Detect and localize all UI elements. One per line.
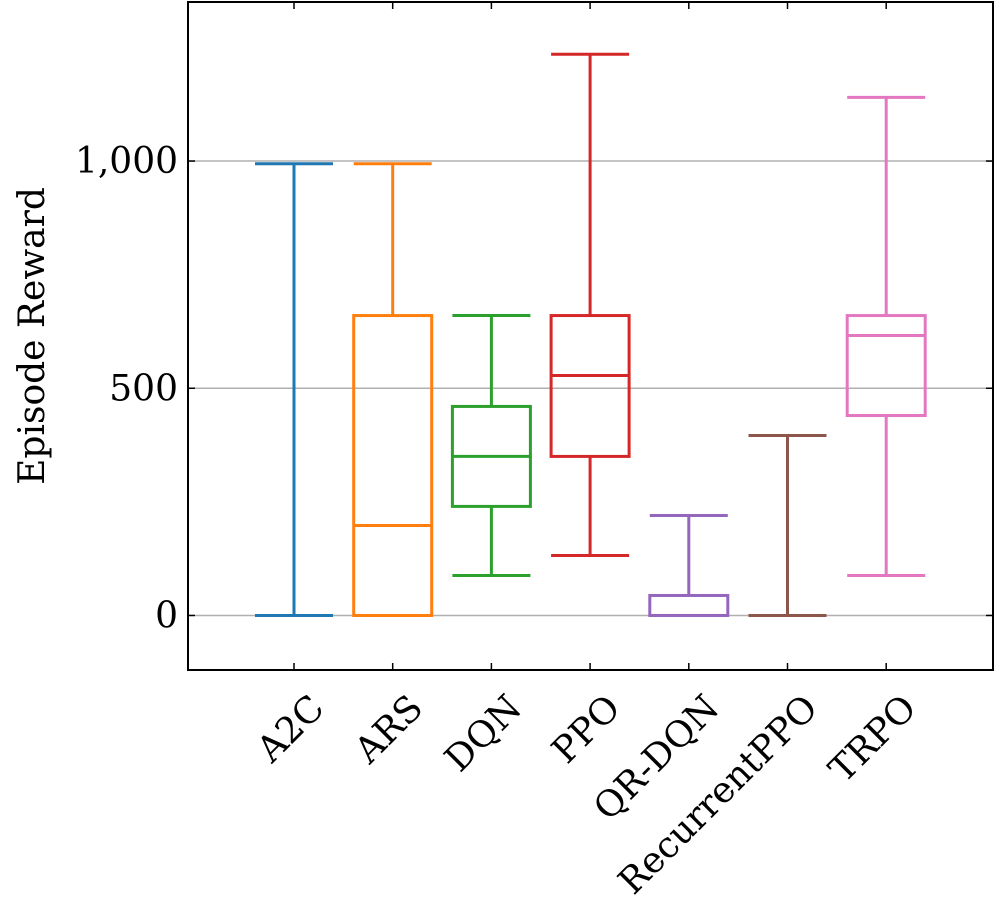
y-tick-label: 500 <box>109 368 178 409</box>
box-ars <box>352 162 434 617</box>
box-recurrentppo <box>748 434 827 617</box>
y-tick-label: 1,000 <box>75 141 178 182</box>
y-tick-label: 0 <box>155 595 178 636</box>
tick-layer <box>188 2 993 670</box>
box-layer <box>255 52 927 617</box>
box-dqn <box>450 314 532 577</box>
y-axis-title: Episode Reward <box>12 187 53 485</box>
box-a2c <box>255 162 333 617</box>
box-trpo <box>845 95 927 577</box>
box-ppo <box>549 52 631 557</box>
x-tick-label-a2c: A2C <box>249 687 333 771</box>
box-qr-dqn <box>648 513 730 617</box>
x-tick-label-trpo: TRPO <box>822 687 925 790</box>
x-tick-label-ars: ARS <box>346 687 431 772</box>
x-tick-label-dqn: DQN <box>437 687 530 780</box>
iqr-box-qr-dqn <box>648 593 730 617</box>
iqr-box-trpo <box>845 314 927 418</box>
iqr-box-ars <box>352 314 434 617</box>
iqr-box-ppo <box>549 314 631 458</box>
x-tick-label-ppo: PPO <box>544 687 628 771</box>
